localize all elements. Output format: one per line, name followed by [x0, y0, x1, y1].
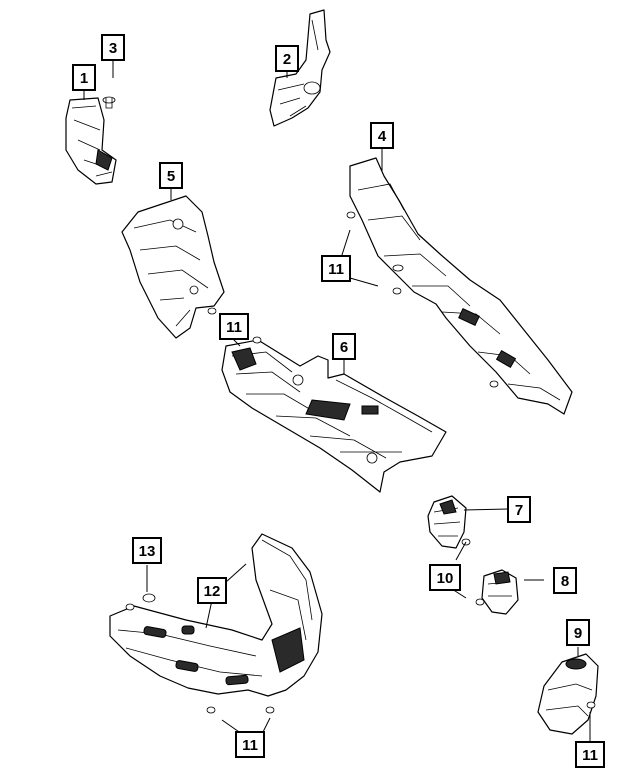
- callout-9: 9: [566, 619, 590, 646]
- part-7-heat-shield: [427, 495, 467, 549]
- part-9-cover: [537, 653, 599, 735]
- callout-1: 1: [72, 64, 96, 91]
- svg-text:4: 4: [378, 128, 387, 145]
- svg-text:6: 6: [340, 339, 348, 356]
- svg-text:12: 12: [204, 583, 221, 600]
- svg-text:1: 1: [80, 70, 88, 87]
- part-12-curved-heat-shield: [109, 533, 323, 697]
- callout-11-b: 11: [219, 313, 249, 340]
- part-6-heat-shield: [221, 339, 447, 493]
- callout-7: 7: [507, 496, 531, 523]
- part-11-nut: [206, 706, 216, 714]
- callout-6: 6: [332, 333, 356, 360]
- part-13-bolt: [142, 593, 156, 603]
- leader-lines: [83, 60, 591, 742]
- svg-text:11: 11: [226, 319, 242, 336]
- svg-text:13: 13: [139, 543, 156, 560]
- part-4-tunnel-heat-shield: [349, 157, 573, 415]
- svg-text:11: 11: [582, 747, 598, 764]
- svg-text:7: 7: [515, 502, 523, 519]
- svg-text:2: 2: [283, 51, 291, 68]
- callout-4: 4: [370, 122, 394, 149]
- callout-8: 8: [553, 567, 577, 594]
- callout-11-c: 11: [575, 741, 605, 768]
- part-3-bolt: [102, 96, 116, 109]
- part-11-nut: [265, 706, 275, 714]
- part-11-nut: [346, 211, 356, 219]
- part-11-nut: [125, 603, 135, 611]
- svg-text:5: 5: [167, 168, 175, 185]
- callout-5: 5: [159, 162, 183, 189]
- callout-10: 10: [429, 564, 461, 591]
- svg-text:3: 3: [109, 40, 117, 57]
- part-11-nut: [392, 287, 402, 295]
- callout-13: 13: [132, 537, 162, 564]
- svg-text:10: 10: [437, 570, 454, 587]
- svg-text:11: 11: [242, 737, 258, 754]
- svg-text:11: 11: [328, 261, 344, 278]
- svg-text:8: 8: [561, 573, 569, 590]
- part-10-nut: [475, 598, 485, 606]
- part-11-nut: [252, 336, 262, 344]
- part-5-heat-shield: [121, 195, 225, 339]
- callout-11-d: 11: [235, 731, 265, 758]
- callout-12: 12: [197, 577, 227, 604]
- part-8-heat-shield: [481, 569, 519, 615]
- part-1-heat-shield: [65, 97, 117, 185]
- part-2-heat-shield: [269, 9, 331, 127]
- svg-text:9: 9: [574, 625, 582, 642]
- callout-2: 2: [275, 45, 299, 72]
- callout-3: 3: [101, 34, 125, 61]
- part-11-nut: [586, 701, 596, 709]
- callout-11-a: 11: [321, 255, 351, 282]
